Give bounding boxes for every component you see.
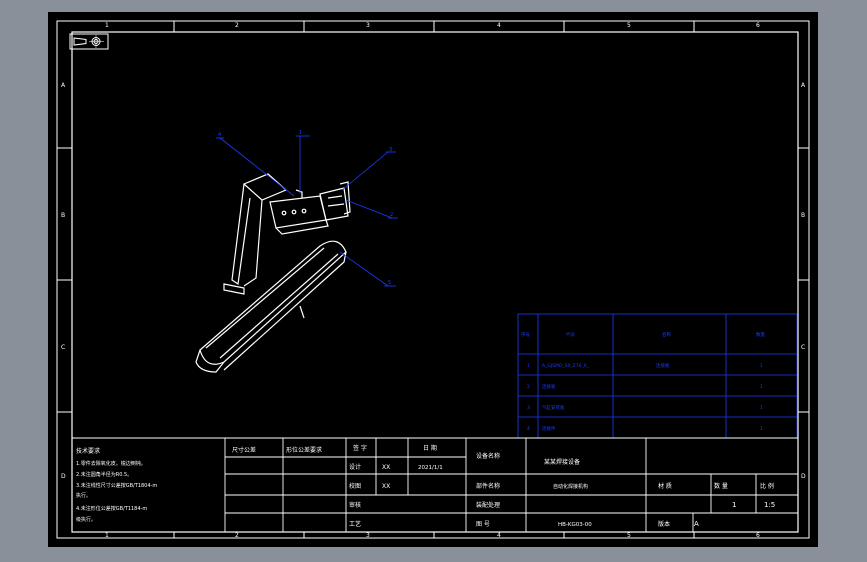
company-value: 某某焊接设备 [544,458,580,466]
notes-line: 4.未注形位公差按GB/T1184-m [76,505,147,512]
version-value: A [694,520,699,528]
top-zone-label: 4 [497,22,501,29]
top-zone-ticks [57,21,809,538]
bottom-zone-label: 2 [235,532,239,539]
bom-header: 名称 [662,331,671,338]
inner-border [71,31,799,533]
company-label: 设备名称 [476,452,500,460]
notes-line: 3.未注线性尺寸公差按GB/T1804-m [76,482,157,489]
left-zone-label: A [61,82,66,89]
bom-cell-no: 2 [527,384,530,390]
notes-line: 执行。 [76,492,91,499]
bom-header: 数量 [756,331,765,338]
right-zone-label: C [801,344,805,351]
assembly-drawing [195,173,351,373]
title-block [71,437,798,532]
balloon-label: 2 [390,212,393,218]
scale-label: 比 例 [760,482,774,490]
top-zone-label: 2 [235,22,239,29]
drawing-no-label: 图 号 [476,521,490,528]
bom-cell-qty: 1 [760,384,763,390]
part-label: 部件名称 [476,482,500,490]
top-zone-label: 1 [105,22,109,29]
design-label: 设计 [349,463,361,471]
bottom-zone-label: 4 [497,532,501,539]
bom-cell-code: 连接件 [542,425,556,432]
left-zone-label: D [61,473,66,480]
balloon-label: 5 [388,280,391,286]
bom-header: 序号 [521,331,530,338]
right-zone-label: D [801,473,806,480]
bottom-zone-label: 1 [105,532,109,539]
top-zone-label: 3 [366,22,370,29]
bom-cell-no: 3 [527,405,530,411]
bom-cell-code: 气缸安装板 [542,404,565,411]
notes-line: 2.未注圆角半径为R0.5。 [76,471,132,478]
design-date: 2021/1/1 [418,465,443,471]
drawing-canvas[interactable]: 1 2 3 4 5 6 1 2 3 4 5 6 A B C D A B C D [48,12,818,547]
bom-cell-qty: 1 [760,405,763,411]
bom-cell-code: 连接板 [542,383,556,390]
bom-cell-qty: 1 [760,426,763,432]
review-label: 审核 [349,501,361,509]
bom-cell-name: 连接板 [656,362,670,369]
dim-tolerance-label: 尺寸公差 [232,446,256,454]
bottom-zone-label: 3 [366,532,370,539]
drawing-no: HB-KG03-00 [558,522,592,528]
outer-frame [56,20,810,539]
bom-cell-qty: 1 [760,363,763,369]
material-label: 材 质 [658,482,672,490]
qty-value: 1 [732,501,736,509]
check-label: 校图 [349,482,361,490]
top-zone-label: 5 [627,22,631,29]
model-label: 装配处理 [476,501,500,509]
notes-line: 1.零件去除氧化皮。锐边倒钝。 [76,460,146,467]
process-label: 工艺 [349,520,361,528]
qty-label: 数 量 [714,482,728,490]
date-label: 日 期 [423,444,437,452]
right-zone-label: A [801,82,806,89]
balloon-leaders [216,135,398,287]
balloon-label: 3 [389,147,392,153]
bom-cell-code: A_GJSMO_S0_Z76_0_ [542,363,590,369]
sign-label: 签 字 [353,444,367,452]
part-value: 自动化焊接机构 [553,483,588,490]
top-zone-label: 6 [756,22,760,29]
bom-cell-no: 4 [527,426,530,432]
scale-value: 1:5 [764,501,775,509]
version-label: 版本 [658,520,670,528]
balloon-label: 4 [218,132,221,138]
bottom-zone-label: 6 [756,532,760,539]
left-zone-label: B [61,212,65,219]
left-zone-label: C [61,344,65,351]
notes-line: 级执行。 [76,516,96,523]
right-zone-label: B [801,212,805,219]
bom-cell-no: 1 [527,363,530,369]
bottom-zone-label: 5 [627,532,631,539]
design-name: XX [382,464,390,471]
check-name: XX [382,483,390,490]
form-tolerance-label: 形位公差要求 [286,446,322,454]
projection-symbol-icon [69,33,109,50]
notes-title: 技术要求 [76,447,100,455]
bom-header: 代号 [566,331,575,338]
balloon-label: 1 [299,130,302,136]
